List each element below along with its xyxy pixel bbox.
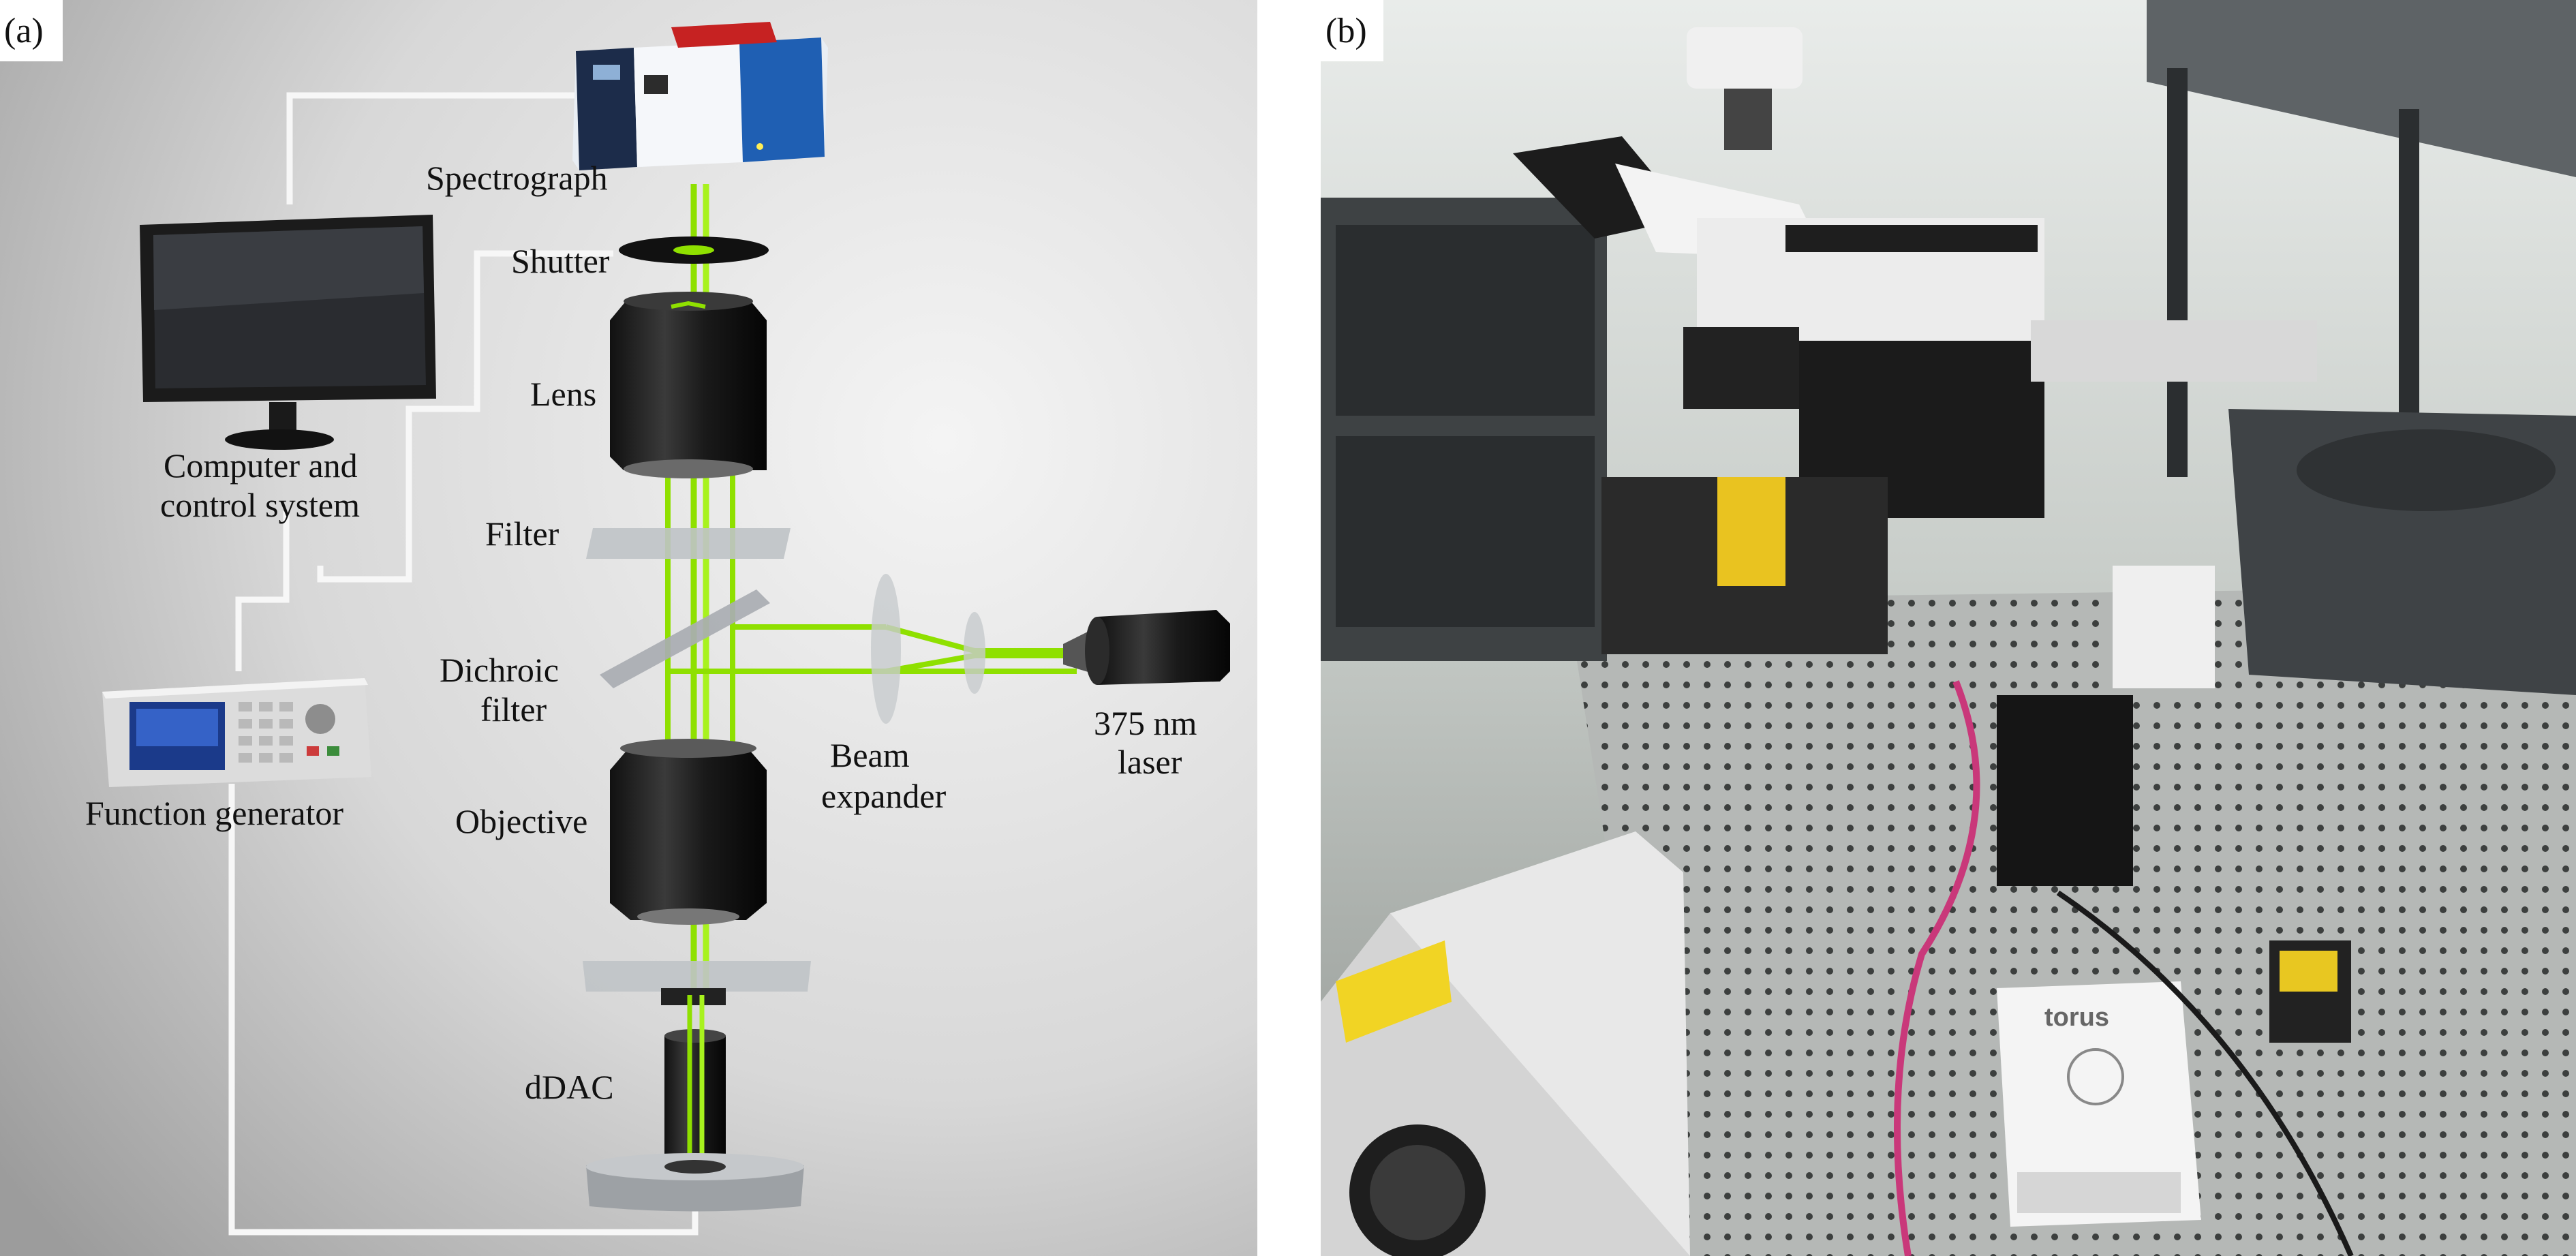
ddac-icon: [583, 961, 811, 1212]
spectrograph-icon: [572, 22, 828, 170]
beam-expander-lens-2: [964, 612, 985, 694]
label-objective: Objective: [455, 802, 587, 840]
laser-source-icon: [1063, 610, 1230, 685]
label-computer-line1: Computer and: [164, 446, 358, 485]
power-cable: [2056, 890, 2354, 1256]
torus-brand-text: torus: [2044, 1003, 2109, 1032]
panel-b-tag: (b): [1325, 12, 1367, 50]
dichroic-filter-icon: [600, 589, 770, 688]
label-laser-line2: laser: [1118, 743, 1182, 781]
control-cables: [228, 92, 699, 1236]
label-lens: Lens: [530, 375, 596, 413]
fiber-cable: [1894, 680, 1980, 1256]
optics-enclosure: [1997, 695, 2133, 886]
generator-cable: [235, 511, 290, 671]
panel-a-labels: (a) Spectrograph Shutter Lens Filter Dic…: [0, 0, 1197, 1106]
label-filter: Filter: [485, 515, 559, 553]
spectrograph-cable: [286, 92, 586, 204]
function-generator-icon: [102, 678, 371, 787]
label-laser-line1: 375 nm: [1094, 704, 1197, 742]
label-beam-expander-line2: expander: [821, 777, 947, 815]
power-supply-icon: [1321, 831, 1690, 1256]
shelf: [2147, 0, 2576, 177]
label-beam-expander-line1: Beam: [830, 736, 910, 774]
panel-a: (a) Spectrograph Shutter Lens Filter Dic…: [0, 0, 1257, 1256]
panel-b-tag-bg: [1321, 0, 1383, 61]
label-ddac: dDAC: [525, 1068, 614, 1106]
beam-expander-lens-1: [871, 574, 901, 724]
light-source-unit: [2113, 566, 2215, 688]
computer-monitor-icon: [140, 215, 436, 450]
torus-laser-icon: torus: [1997, 981, 2201, 1227]
panel-a-tag-bg: [0, 0, 63, 61]
shutter-cable: [317, 250, 613, 583]
ddac-cable: [228, 784, 699, 1236]
panel-b-photo: torus (b): [1321, 0, 2576, 1256]
panel-gutter: [1257, 0, 1321, 1256]
label-spectrograph: Spectrograph: [426, 159, 608, 197]
label-dichroic-line1: Dichroic: [440, 651, 559, 689]
filter-icon: [586, 528, 791, 559]
panel-a-background: [0, 0, 1257, 1256]
label-dichroic-line2: filter: [480, 690, 547, 729]
label-shutter: Shutter: [511, 242, 610, 280]
label-function-generator: Function generator: [85, 794, 343, 832]
panel-a-tag: (a): [4, 12, 44, 50]
optical-table: [1567, 586, 2576, 1256]
label-computer-line2: control system: [160, 486, 360, 524]
objective-icon: [610, 739, 767, 925]
lens-icon: [610, 292, 767, 478]
